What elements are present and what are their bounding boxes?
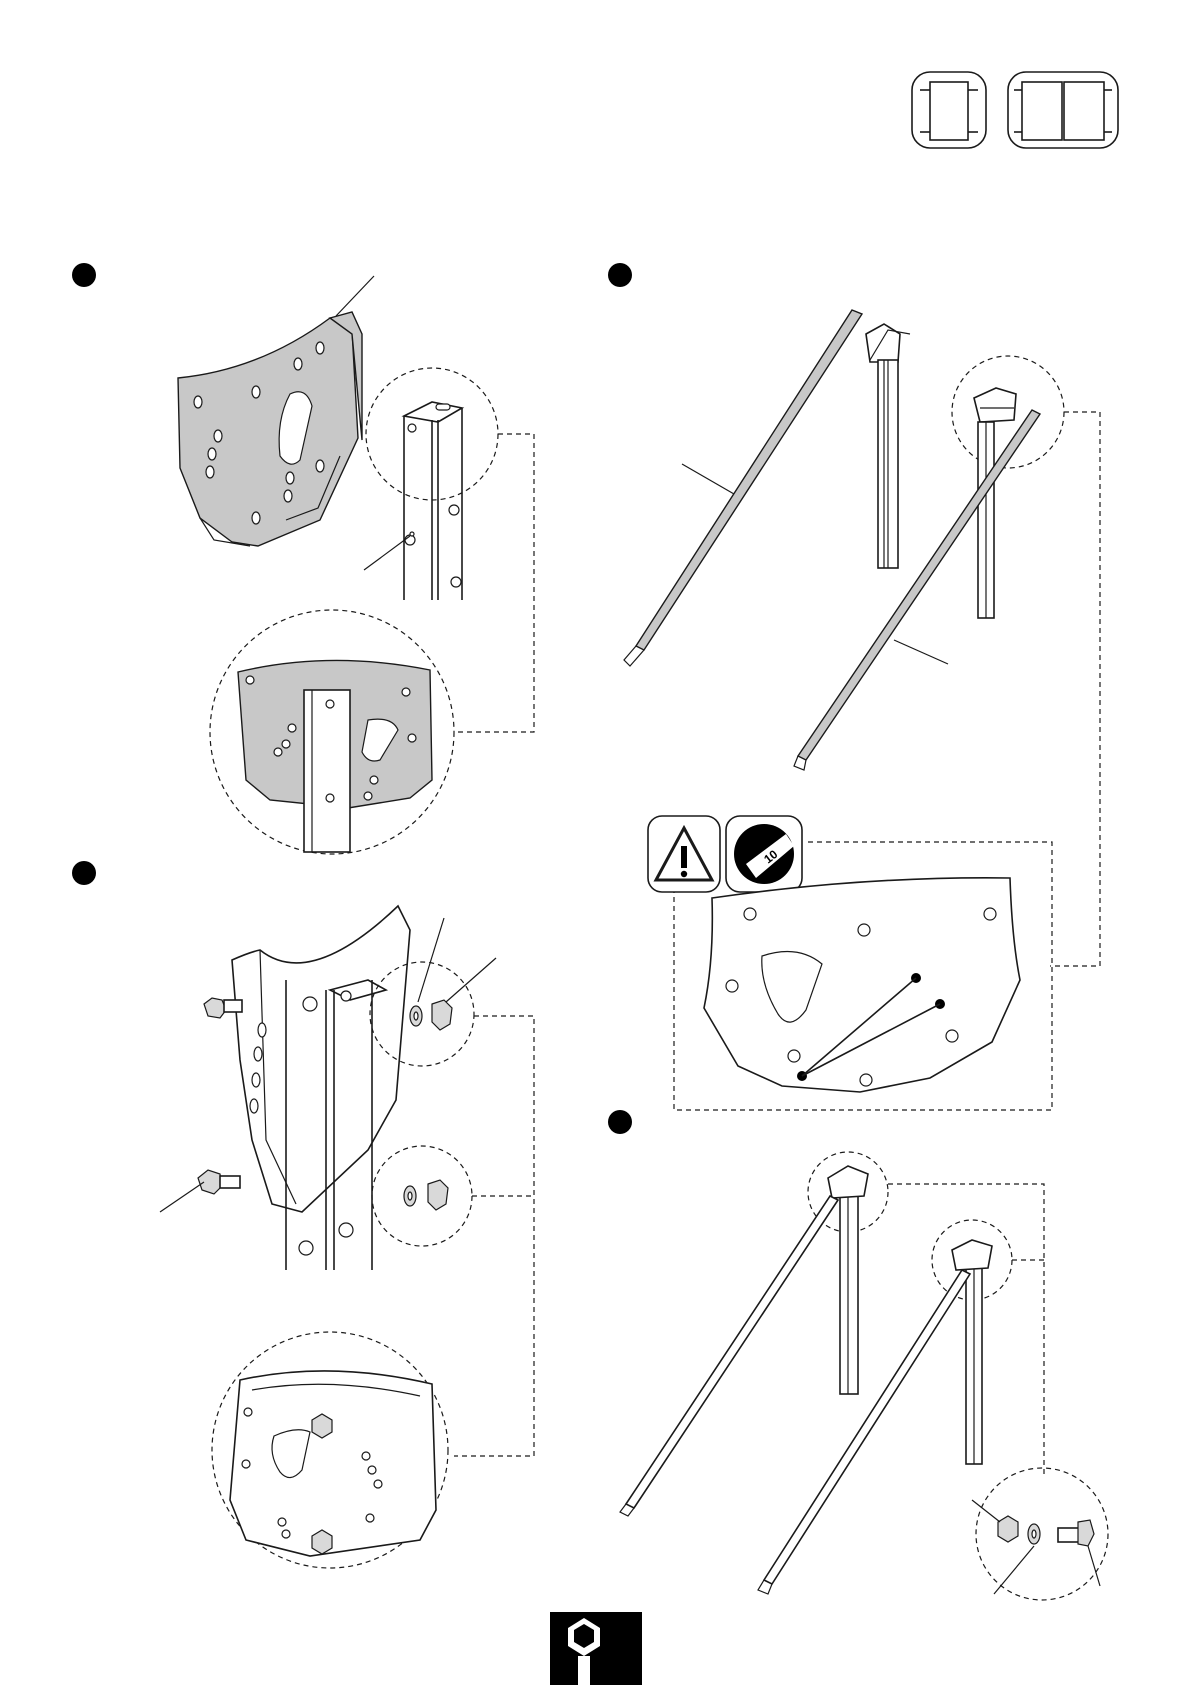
washer xyxy=(404,1186,416,1206)
double-frame-icon xyxy=(1008,72,1118,148)
tape-measure-icon: 10 xyxy=(726,816,802,892)
step-1-marker xyxy=(72,263,96,287)
nut xyxy=(998,1516,1018,1542)
single-frame-icon xyxy=(912,72,986,148)
upright-post xyxy=(866,324,910,568)
nut xyxy=(432,1000,452,1030)
bracket-with-post xyxy=(232,906,410,1270)
step-3-diagram xyxy=(160,906,534,1568)
warning-icon xyxy=(648,816,720,892)
upright-post xyxy=(952,1240,992,1464)
bolt xyxy=(198,1170,240,1194)
diagonal-brace xyxy=(794,410,1040,770)
bracket-plate xyxy=(178,312,362,546)
step-2-diagram: 10 xyxy=(624,310,1100,1110)
step-1-diagram xyxy=(178,276,534,854)
step-4-diagram xyxy=(620,1152,1108,1600)
bracket-plate-detail xyxy=(704,878,1020,1092)
diagonal-brace xyxy=(758,1270,970,1594)
bracket-zoom xyxy=(974,388,1016,422)
nut xyxy=(428,1180,448,1210)
bolt xyxy=(1058,1520,1094,1546)
step-3-marker xyxy=(72,861,96,885)
washer xyxy=(410,1006,422,1026)
upright-post xyxy=(978,422,994,618)
upright-post xyxy=(404,402,462,600)
diagonal-brace xyxy=(620,1196,838,1516)
step-4-marker xyxy=(608,1110,632,1134)
diagonal-brace xyxy=(624,310,862,666)
washer xyxy=(1028,1524,1040,1544)
wrench-icon xyxy=(550,1612,642,1685)
step-2-marker xyxy=(608,263,632,287)
bracket-detail xyxy=(230,1371,436,1556)
bracket-detail xyxy=(238,660,432,852)
